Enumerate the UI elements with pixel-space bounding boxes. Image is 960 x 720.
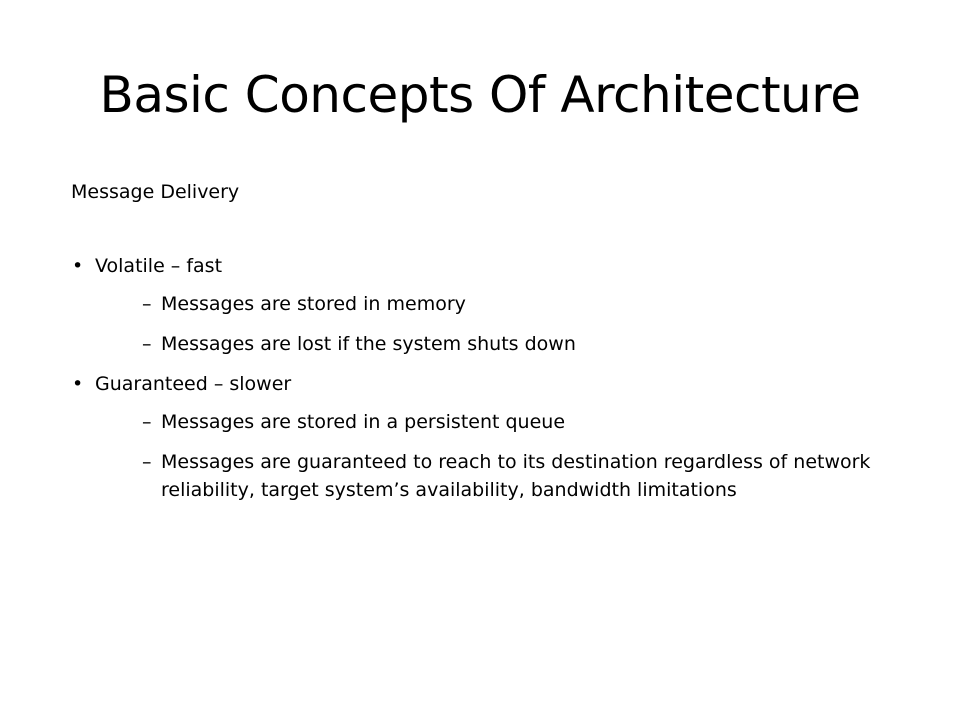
bullet-dot-icon: • <box>72 373 84 395</box>
sub-list: – Messages are stored in memory – Messag… <box>95 290 891 358</box>
bullet-list: • Volatile – fast – Messages are stored … <box>71 252 891 516</box>
sub-item-text: Messages are guaranteed to reach to its … <box>161 451 871 501</box>
dash-icon: – <box>142 293 152 315</box>
sub-item-text: Messages are stored in memory <box>161 293 466 315</box>
bullet-dot-icon: • <box>72 255 84 277</box>
sub-item: – Messages are guaranteed to reach to it… <box>117 448 891 504</box>
bullet-text: Guaranteed – slower <box>95 373 292 395</box>
sub-item: – Messages are lost if the system shuts … <box>117 330 891 358</box>
bullet-item-volatile: • Volatile – fast – Messages are stored … <box>71 252 891 358</box>
sub-list: – Messages are stored in a persistent qu… <box>95 408 891 504</box>
sub-item-text: Messages are stored in a persistent queu… <box>161 411 566 433</box>
dash-icon: – <box>142 451 152 473</box>
bullet-item-guaranteed: • Guaranteed – slower – Messages are sto… <box>71 370 891 504</box>
sub-item-text: Messages are lost if the system shuts do… <box>161 333 576 355</box>
bullet-text: Volatile – fast <box>95 255 223 277</box>
dash-icon: – <box>142 333 152 355</box>
sub-item: – Messages are stored in a persistent qu… <box>117 408 891 436</box>
sub-item: – Messages are stored in memory <box>117 290 891 318</box>
section-heading: Message Delivery <box>71 181 240 203</box>
slide-title: Basic Concepts Of Architecture <box>99 66 861 124</box>
dash-icon: – <box>142 411 152 433</box>
